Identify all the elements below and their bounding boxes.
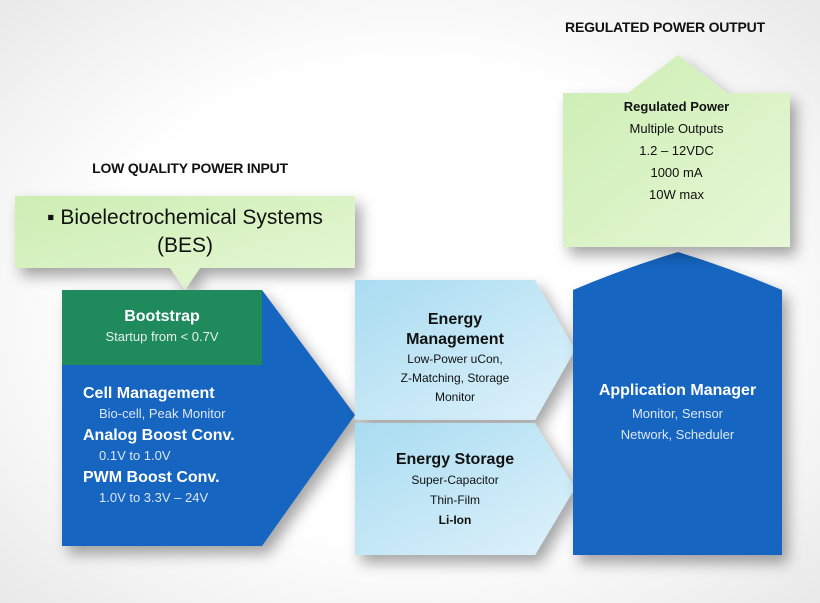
energy-storage-text: Energy Storage Super-Capacitor Thin-Film… — [355, 450, 555, 530]
output-line: Multiple Outputs — [629, 121, 724, 136]
energy-management-title-2: Management — [406, 331, 504, 348]
converter-list: Cell Management Bio-cell, Peak Monitor A… — [83, 384, 283, 508]
bootstrap-title: Bootstrap — [124, 308, 200, 325]
energy-management-line: Z-Matching, Storage — [400, 371, 510, 385]
energy-management-chevron — [355, 280, 575, 420]
output-heading: REGULATED POWER OUTPUT — [565, 19, 765, 35]
input-source-name: ▪ Bioelectrochemical Systems — [47, 206, 323, 229]
output-callout — [563, 55, 790, 247]
bootstrap-block — [62, 290, 262, 365]
energy-storage-line: Thin-Film — [430, 493, 480, 507]
input-source-abbr: (BES) — [156, 234, 213, 257]
energy-storage-chevron — [355, 423, 575, 555]
application-manager-line: Network, Scheduler — [620, 427, 735, 442]
output-line: 1000 mA — [650, 165, 703, 180]
application-manager-block — [573, 252, 782, 555]
input-callout — [15, 196, 355, 290]
energy-management-line: Monitor — [434, 390, 475, 404]
energy-storage-title: Energy Storage — [395, 451, 515, 468]
input-source: ▪ Bioelectrochemical Systems (BES) — [15, 204, 355, 260]
energy-management-text: Energy Management Low-Power uCon, Z-Matc… — [355, 310, 555, 407]
converter-item-detail: 0.1V to 1.0V — [99, 448, 171, 463]
bootstrap-text: Bootstrap Startup from < 0.7V — [62, 308, 262, 344]
converter-item-detail: Bio-cell, Peak Monitor — [99, 406, 226, 421]
converter-item-title: PWM Boost Conv. — [83, 469, 220, 486]
application-manager-title: Application Manager — [598, 382, 757, 399]
energy-management-line: Low-Power uCon, — [407, 352, 503, 366]
output-line: 10W max — [649, 187, 704, 202]
output-line: Regulated Power — [623, 99, 730, 114]
converter-item-title: Cell Management — [83, 385, 215, 402]
energy-storage-line: Li-Ion — [438, 513, 472, 527]
converter-item-title: Analog Boost Conv. — [83, 427, 235, 444]
output-line: 1.2 – 12VDC — [639, 143, 714, 158]
application-manager-text: Application Manager Monitor, Sensor Netw… — [573, 380, 782, 445]
output-text: Regulated Power Multiple Outputs 1.2 – 1… — [563, 96, 790, 206]
converter-item-detail: 1.0V to 3.3V – 24V — [99, 490, 209, 505]
energy-storage-line: Super-Capacitor — [411, 473, 499, 487]
bootstrap-detail: Startup from < 0.7V — [105, 329, 219, 344]
input-heading: LOW QUALITY POWER INPUT — [92, 160, 288, 176]
energy-management-title-1: Energy — [427, 311, 483, 328]
application-manager-line: Monitor, Sensor — [631, 406, 724, 421]
